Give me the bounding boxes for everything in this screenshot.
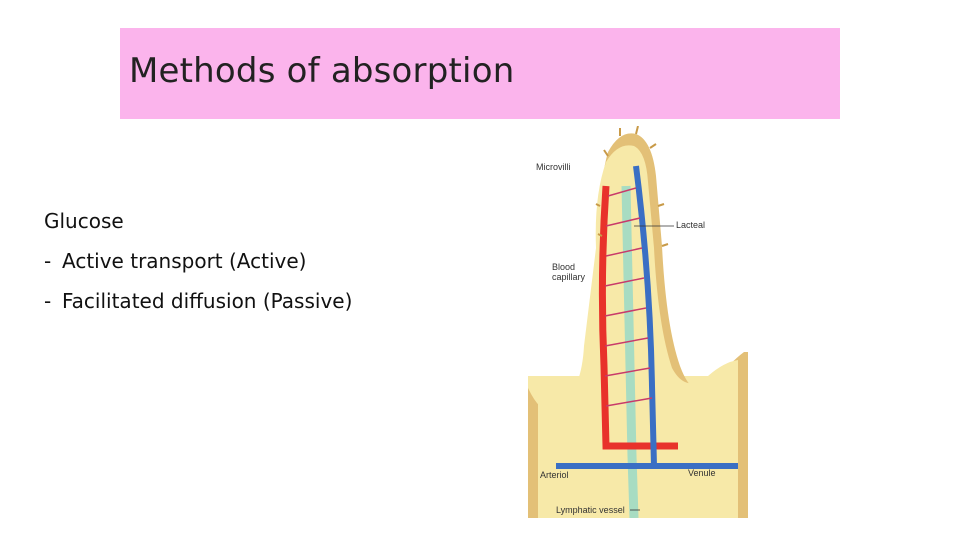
arteriole bbox=[598, 185, 678, 450]
label-lymphatic-vessel: Lymphatic vessel bbox=[556, 505, 625, 515]
bullet-marker: - bbox=[44, 249, 52, 273]
lacteal bbox=[621, 185, 639, 518]
label-lacteal: Lacteal bbox=[676, 220, 705, 230]
label-venule: Venule bbox=[688, 468, 716, 478]
slide-title: Methods of absorption bbox=[129, 51, 515, 91]
villus-core bbox=[538, 145, 738, 518]
venule bbox=[556, 165, 738, 469]
microvilli-fringe bbox=[595, 126, 669, 247]
label-arteriol: Arteriol bbox=[540, 470, 569, 480]
bullet-text: Active transport (Active) bbox=[62, 249, 307, 273]
villus-diagram: Microvilli Lacteal Blood capillary Arter… bbox=[528, 126, 748, 518]
bullet-text: Facilitated diffusion (Passive) bbox=[62, 289, 353, 313]
bullet-item: - Active transport (Active) bbox=[44, 241, 352, 281]
capillary-network bbox=[604, 187, 653, 407]
bullet-marker: - bbox=[44, 289, 52, 313]
content-block: Glucose - Active transport (Active) - Fa… bbox=[44, 201, 352, 321]
label-blood-capillary-2: capillary bbox=[552, 272, 586, 282]
label-blood-capillary: Blood bbox=[552, 262, 575, 272]
label-microvilli: Microvilli bbox=[536, 162, 571, 172]
title-banner: Methods of absorption bbox=[120, 28, 840, 119]
bullet-item: - Facilitated diffusion (Passive) bbox=[44, 281, 352, 321]
content-heading: Glucose bbox=[44, 209, 124, 233]
